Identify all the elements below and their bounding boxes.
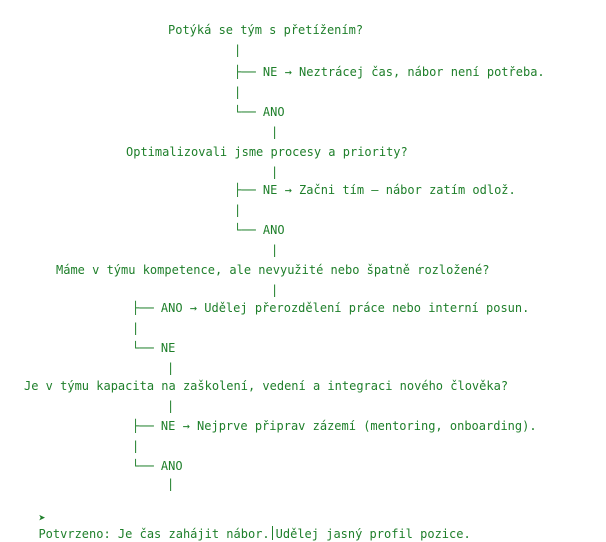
connector-pipe: | bbox=[234, 43, 242, 57]
result-confirmed-text: Potvrzeno: Je čas zahájit nábor. bbox=[38, 527, 270, 541]
question-3: Máme v týmu kompetence, ale nevyužité ne… bbox=[56, 263, 490, 277]
connector-down: | bbox=[167, 477, 175, 491]
question-1: Potýká se tým s přetížením? bbox=[168, 23, 364, 37]
connector-pipe: | bbox=[132, 439, 140, 453]
branch-no-4: ├── NE → Nejprve připrav zázemí (mentori… bbox=[132, 419, 537, 433]
question-2: Optimalizovali jsme procesy a priority? bbox=[126, 145, 408, 159]
question-4: Je v týmu kapacita na zaškolení, vedení … bbox=[24, 379, 509, 393]
connector-down: | bbox=[271, 125, 279, 139]
connector-pipe: | bbox=[167, 399, 175, 413]
branch-no-3: └── NE bbox=[132, 341, 176, 355]
branch-yes-4: └── ANO bbox=[132, 459, 183, 473]
result-line: ➤ Potvrzeno: Je čas zahájit nábor. Udělej… bbox=[24, 494, 470, 541]
connector-pipe: | bbox=[271, 165, 279, 179]
branch-yes-2: └── ANO bbox=[234, 223, 285, 237]
branch-no-2: ├── NE → Začni tím – nábor zatím odlož. bbox=[234, 183, 516, 197]
text-cursor bbox=[271, 526, 273, 540]
connector-pipe: | bbox=[271, 283, 279, 297]
connector-pipe: | bbox=[132, 321, 140, 335]
connector-pipe: | bbox=[234, 203, 242, 217]
branch-yes-1: └── ANO bbox=[234, 105, 285, 119]
connector-down: | bbox=[271, 243, 279, 257]
result-next-step-text: Udělej jasný profil pozice. bbox=[275, 527, 471, 541]
branch-no-1: ├── NE → Neztrácej čas, nábor není potře… bbox=[234, 65, 545, 79]
connector-down: | bbox=[167, 361, 175, 375]
branch-yes-3: ├── ANO → Udělej přerozdělení práce nebo… bbox=[132, 301, 530, 315]
arrow-icon: ➤ bbox=[38, 511, 46, 525]
connector-pipe: | bbox=[234, 85, 242, 99]
